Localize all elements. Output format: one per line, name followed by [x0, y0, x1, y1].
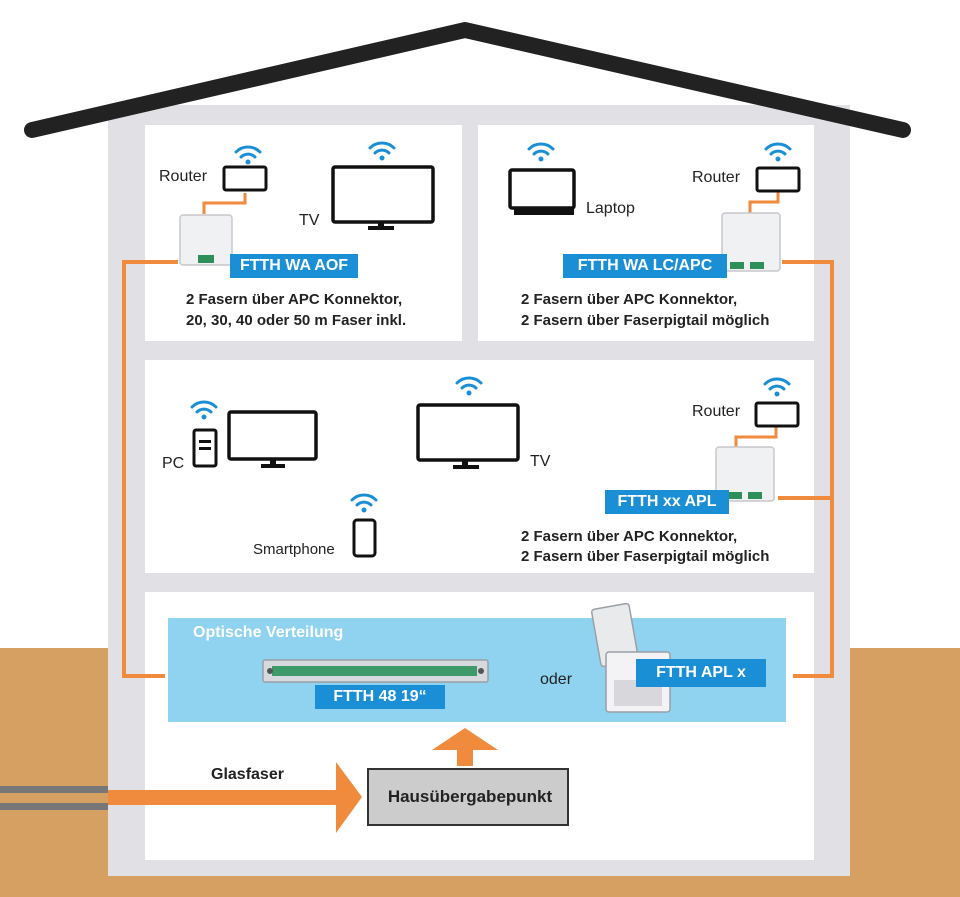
- fiber-arrow-shaft: [108, 790, 340, 805]
- router-label: Router: [692, 169, 741, 186]
- transfer-point-label: Hausübergabepunkt: [387, 787, 553, 806]
- router-middle: [754, 401, 800, 428]
- laptop-top-right: [508, 168, 576, 215]
- laptop-label: Laptop: [586, 200, 635, 217]
- or-label: oder: [540, 671, 573, 688]
- fiber-right-run: [782, 260, 834, 678]
- wifi-icon: [368, 141, 396, 161]
- wall-outlet-top-left: [179, 214, 233, 266]
- description-line: 2 Fasern über APC Konnektor,: [521, 528, 738, 545]
- up-arrow-head: [432, 728, 498, 750]
- fiber-left-run: [122, 260, 178, 678]
- description-line: 2 Fasern über APC Konnektor,: [521, 291, 738, 308]
- wall-outlet-middle: [715, 446, 775, 502]
- ground-right: [850, 648, 960, 897]
- wifi-icon: [190, 400, 218, 420]
- up-arrow-shaft: [457, 748, 473, 766]
- pc-monitor: [227, 410, 318, 468]
- fiber-label: Glasfaser: [211, 766, 284, 783]
- wifi-icon: [455, 376, 483, 396]
- smartphone-label: Smartphone: [253, 541, 335, 558]
- product-tag-wa-aof: FTTH WA AOF: [230, 254, 358, 278]
- pc-label: PC: [162, 455, 185, 472]
- product-tag-xx-apl: FTTH xx APL: [605, 490, 729, 514]
- transfer-point-box: [367, 768, 569, 826]
- cable-upper: [0, 786, 108, 793]
- tv-label: TV: [530, 453, 551, 470]
- roof: [24, 22, 911, 138]
- patch-cord-top-left: [202, 193, 247, 214]
- patch-cord-middle: [734, 426, 778, 448]
- router-label: Router: [692, 403, 741, 420]
- pc-tower: [192, 428, 218, 468]
- wifi-icon: [527, 142, 555, 162]
- cable-lower: [0, 803, 108, 810]
- tv-top-left: [331, 165, 435, 230]
- product-tag-patch-panel: FTTH 48 19“: [315, 685, 445, 709]
- description-line: 2 Fasern über Faserpigtail möglich: [521, 312, 770, 329]
- room-middle: [145, 360, 814, 573]
- router-label: Router: [159, 168, 208, 185]
- router-top-left: [222, 165, 268, 192]
- router-top-right: [755, 166, 801, 193]
- patch-panel: [262, 659, 489, 683]
- patch-cord-top-right: [748, 192, 780, 214]
- fiber-arrow-head: [336, 762, 362, 833]
- wifi-icon: [234, 145, 262, 165]
- tv-label: TV: [299, 212, 320, 229]
- wifi-icon: [350, 493, 378, 513]
- tv-middle: [416, 403, 520, 469]
- ground-bottom: [108, 876, 850, 897]
- description-line: 2 Fasern über APC Konnektor,: [186, 291, 403, 308]
- description-line: 20, 30, 40 oder 50 m Faser inkl.: [186, 312, 407, 329]
- product-tag-wa-lc-apc: FTTH WA LC/APC: [563, 254, 727, 278]
- smartphone-device: [352, 518, 377, 558]
- wifi-icon: [764, 142, 792, 162]
- ground-left: [0, 648, 108, 897]
- wifi-icon: [763, 377, 791, 397]
- description-line: 2 Fasern über Faserpigtail möglich: [521, 548, 770, 565]
- product-tag-apl-x: FTTH APL x: [636, 659, 766, 687]
- wall-outlet-top-right: [721, 212, 781, 272]
- distribution-title: Optische Verteilung: [193, 624, 344, 641]
